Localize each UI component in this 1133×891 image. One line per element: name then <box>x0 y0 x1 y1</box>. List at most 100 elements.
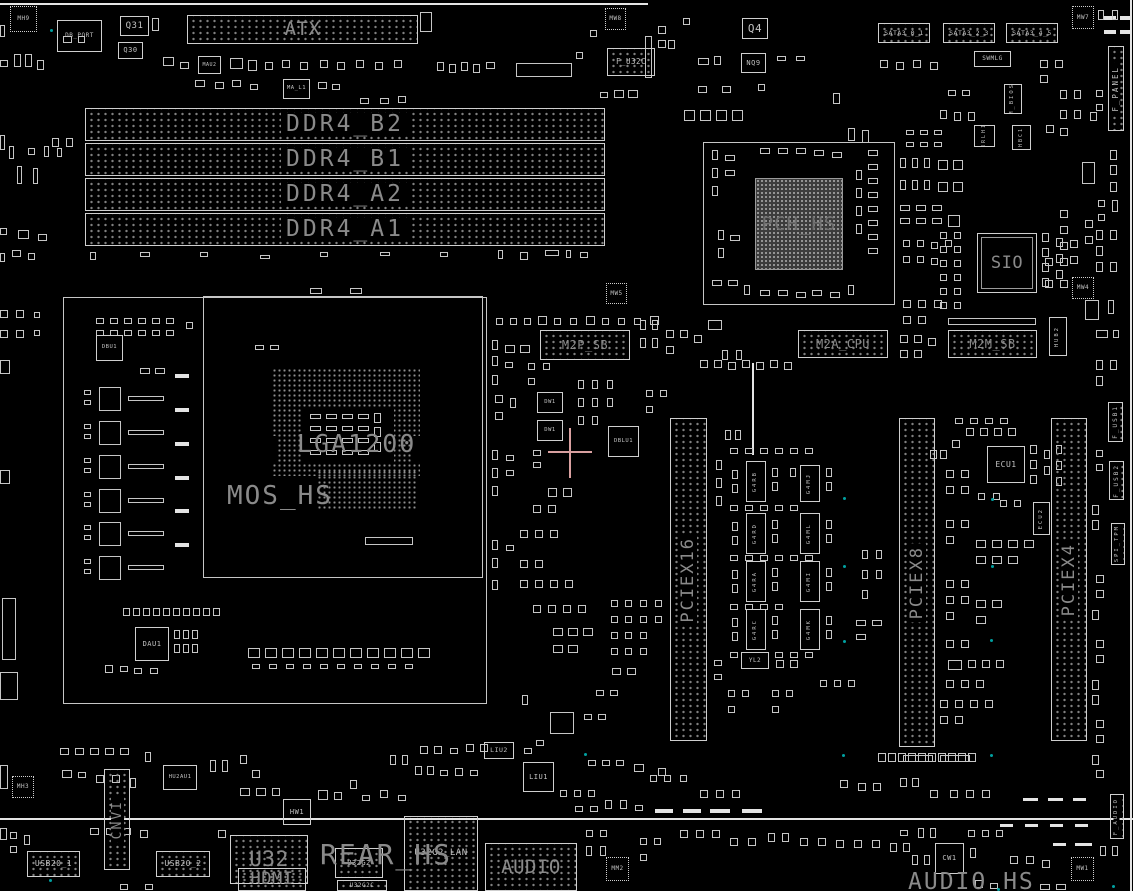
comp-atx[interactable]: ATX <box>187 15 418 44</box>
comp-pch-hs[interactable]: PCH_HS <box>755 178 843 270</box>
smd-part <box>760 290 770 296</box>
comp-audio[interactable]: AUDIO <box>485 843 577 891</box>
comp-g4rd[interactable]: G4RD <box>746 513 766 554</box>
mounting-hole-mh3[interactable]: MH3 <box>12 776 34 798</box>
comp-hw1[interactable]: HW1 <box>283 799 311 825</box>
mounting-hole-mw1[interactable]: MW1 <box>1071 857 1094 881</box>
smd-part <box>380 790 388 798</box>
comp-liu2[interactable]: LIU2 <box>484 742 514 759</box>
comp-sata3-2-3[interactable]: SATA3_2_3 <box>943 23 995 43</box>
comp-g4rc[interactable]: G4RC <box>746 609 766 650</box>
comp-hu2au1[interactable]: HU2AU1 <box>163 765 197 790</box>
comp-ddr4-b2[interactable]: DDR4_B2 <box>85 108 605 141</box>
comp-yl2[interactable]: YL2 <box>741 652 769 669</box>
comp-ddr4-a2[interactable]: DDR4_A2 <box>85 178 605 211</box>
comp-pciex16[interactable]: PCIEX16 <box>670 418 707 741</box>
mounting-hole-mw4[interactable]: MW4 <box>1072 277 1094 299</box>
comp-dw1[interactable]: DW1 <box>537 420 563 441</box>
smd-part <box>123 608 130 616</box>
smd-part <box>1096 330 1108 338</box>
smd-part <box>744 285 750 295</box>
comp-sio[interactable]: SIO <box>977 233 1037 293</box>
comp-m-bios[interactable]: M_BIOS <box>1004 84 1022 114</box>
smd-part <box>590 30 597 37</box>
component-label: G4RD <box>752 519 759 548</box>
comp-sata3-0-1[interactable]: SATA3_0_1 <box>878 23 930 43</box>
comp-f-audio[interactable]: F_AUDIO <box>1110 794 1124 839</box>
comp-g4ml[interactable]: G4ML <box>800 513 820 554</box>
smd-part <box>906 142 914 147</box>
comp-usb20-2[interactable]: USB20_2 <box>156 851 210 877</box>
comp-liu1[interactable]: LIU1 <box>523 762 554 792</box>
comp-swmlg[interactable]: SWMLG <box>974 51 1011 67</box>
comp-g4mi[interactable]: G4MI <box>800 561 820 602</box>
smd-part <box>0 228 7 235</box>
comp-nq9[interactable]: NQ9 <box>741 53 766 73</box>
comp-g4mk[interactable]: G4MK <box>800 609 820 650</box>
comp-usb20-1[interactable]: USB20_1 <box>27 851 80 877</box>
comp-ecu1[interactable]: ECU1 <box>987 446 1025 483</box>
smd-part <box>535 560 543 568</box>
comp-pciex8[interactable]: PCIEX8 <box>899 418 935 747</box>
comp-mau2[interactable]: MAU2 <box>198 56 221 74</box>
smd-part <box>570 318 577 325</box>
comp-f-usb1[interactable]: F_USB1 <box>1108 402 1123 442</box>
comp-g4rb[interactable]: G4RB <box>746 461 766 502</box>
smd-part <box>735 430 741 440</box>
smd-part <box>84 492 91 497</box>
comp-dbu1[interactable]: DBU1 <box>96 335 123 361</box>
smd-part <box>640 320 646 330</box>
smd-part <box>310 426 321 431</box>
comp-dw1[interactable]: DW1 <box>537 392 563 413</box>
comp-q30[interactable]: Q30 <box>118 42 143 59</box>
mounting-hole-mw5[interactable]: MW5 <box>606 283 627 304</box>
comp-ddr4-b1[interactable]: DDR4_B1 <box>85 143 605 176</box>
comp-f-u32c[interactable]: F_U32C <box>607 48 655 76</box>
comp-dau1[interactable]: DAU1 <box>135 627 169 661</box>
component-label: DDR4_B2 <box>281 113 409 136</box>
component-label: SWMLG <box>982 55 1003 62</box>
comp-dblu1[interactable]: DBLU1 <box>608 426 639 457</box>
smd-part <box>968 753 976 762</box>
comp-f-usb2[interactable]: F_USB2 <box>1109 461 1124 500</box>
smd-part <box>712 280 722 286</box>
comp-spi-tpm[interactable]: SPI_TPM <box>1111 523 1125 565</box>
comp-u32g2-lan[interactable]: U32G2_LAN <box>404 816 478 891</box>
comp-ma-l1[interactable]: MA_L1 <box>283 79 310 99</box>
smd-part <box>796 148 806 154</box>
smd-part <box>128 498 164 503</box>
comp-g4mj[interactable]: G4MJ <box>800 465 820 502</box>
mounting-hole-mh9[interactable]: MH9 <box>10 6 37 32</box>
smd-part <box>38 234 47 241</box>
comp-f-panel[interactable]: F_PANEL <box>1108 46 1124 131</box>
comp-q31[interactable]: Q31 <box>120 16 149 36</box>
comp-m2p-sb[interactable]: M2P_SB <box>540 330 630 360</box>
comp-g4ra[interactable]: G4RA <box>746 561 766 602</box>
comp-ddr4-a1[interactable]: DDR4_A1 <box>85 213 605 246</box>
comp-u32g2[interactable]: U32G2 <box>335 848 383 878</box>
comp-ecu2[interactable]: ECU2 <box>1033 502 1050 535</box>
smd-part <box>543 363 550 370</box>
comp-pciex4[interactable]: PCIEX4 <box>1051 418 1087 741</box>
smd-part <box>99 387 121 411</box>
comp-db-port[interactable]: DB_PORT <box>57 20 102 52</box>
comp-cnvi[interactable]: CNVI <box>104 769 130 870</box>
smd-part <box>978 493 985 500</box>
comp-m2m-sb[interactable]: M2M_SB <box>948 330 1037 358</box>
comp-cw1[interactable]: CW1 <box>935 843 964 874</box>
comp-nrlh1[interactable]: NRLH1 <box>974 125 995 147</box>
smd-part <box>248 648 260 658</box>
mounting-hole-mm2[interactable]: MM2 <box>606 857 629 881</box>
comp-hbc1[interactable]: HBC1 <box>1012 125 1031 150</box>
comp-hdmi[interactable]: HDMI <box>238 868 306 891</box>
comp-hub2[interactable]: HUB2 <box>1049 317 1067 356</box>
mounting-hole-mw7[interactable]: MW7 <box>1072 6 1094 29</box>
comp-u32g2c[interactable]: U32G2C <box>337 880 387 891</box>
mounting-hole-mw8[interactable]: MW8 <box>605 8 626 30</box>
comp-m2a-cpu[interactable]: M2A_CPU <box>798 330 888 358</box>
smd-part <box>730 838 738 846</box>
comp-sata3-4-5[interactable]: SATA3_4_5 <box>1006 23 1058 43</box>
comp-q4[interactable]: Q4 <box>742 18 768 39</box>
smd-part <box>210 760 216 772</box>
